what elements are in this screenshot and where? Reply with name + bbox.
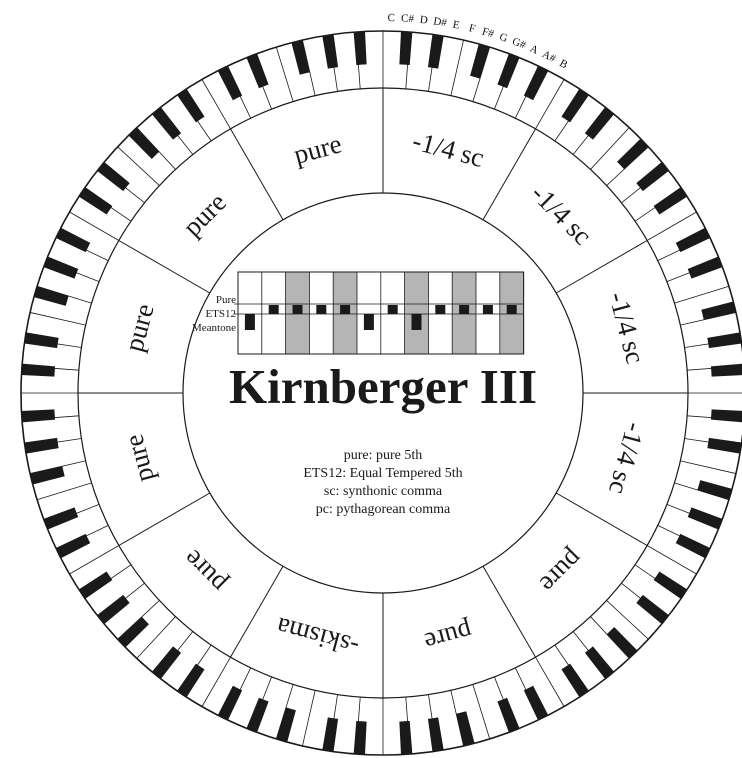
grid-marker <box>388 305 398 314</box>
note-name-f: F <box>468 22 477 35</box>
grid-marker <box>245 314 255 330</box>
note-name-c-sharp: C# <box>401 12 415 25</box>
note-name-d-sharp: D# <box>432 15 448 29</box>
grid-shaded-column <box>405 272 429 354</box>
note-name-e: E <box>452 19 461 32</box>
note-name-a: A <box>528 43 540 57</box>
grid-marker <box>507 305 517 314</box>
grid-marker <box>340 305 350 314</box>
legend-line-ets12: ETS12: Equal Tempered 5th <box>303 466 462 481</box>
note-name-c: C <box>387 12 395 24</box>
row-label-ets12: ETS12 <box>205 308 236 320</box>
note-name-b: B <box>557 57 569 71</box>
grid-marker <box>269 305 279 314</box>
grid-marker <box>316 305 326 314</box>
legend-line-sc: sc: synthonic comma <box>324 484 443 499</box>
legend-line-pc: pc: pythagorean comma <box>316 502 451 517</box>
temperament-grid <box>234 272 524 354</box>
row-label-meantone: Meantone <box>192 322 236 334</box>
legend-line-pure: pure: pure 5th <box>344 448 423 463</box>
note-name-g-sharp: G# <box>510 35 527 51</box>
grid-marker <box>459 305 469 314</box>
note-name-a-sharp: A# <box>540 48 558 65</box>
grid-marker <box>293 305 303 314</box>
grid-marker <box>412 314 422 330</box>
note-name-d: D <box>419 14 428 27</box>
grid-marker <box>483 305 493 314</box>
note-name-g: G <box>498 31 509 45</box>
row-label-pure: Pure <box>216 294 236 306</box>
note-name-f-sharp: F# <box>481 26 496 41</box>
grid-marker <box>364 314 374 330</box>
diagram-title: Kirnberger III <box>229 359 537 414</box>
grid-marker <box>435 305 445 314</box>
